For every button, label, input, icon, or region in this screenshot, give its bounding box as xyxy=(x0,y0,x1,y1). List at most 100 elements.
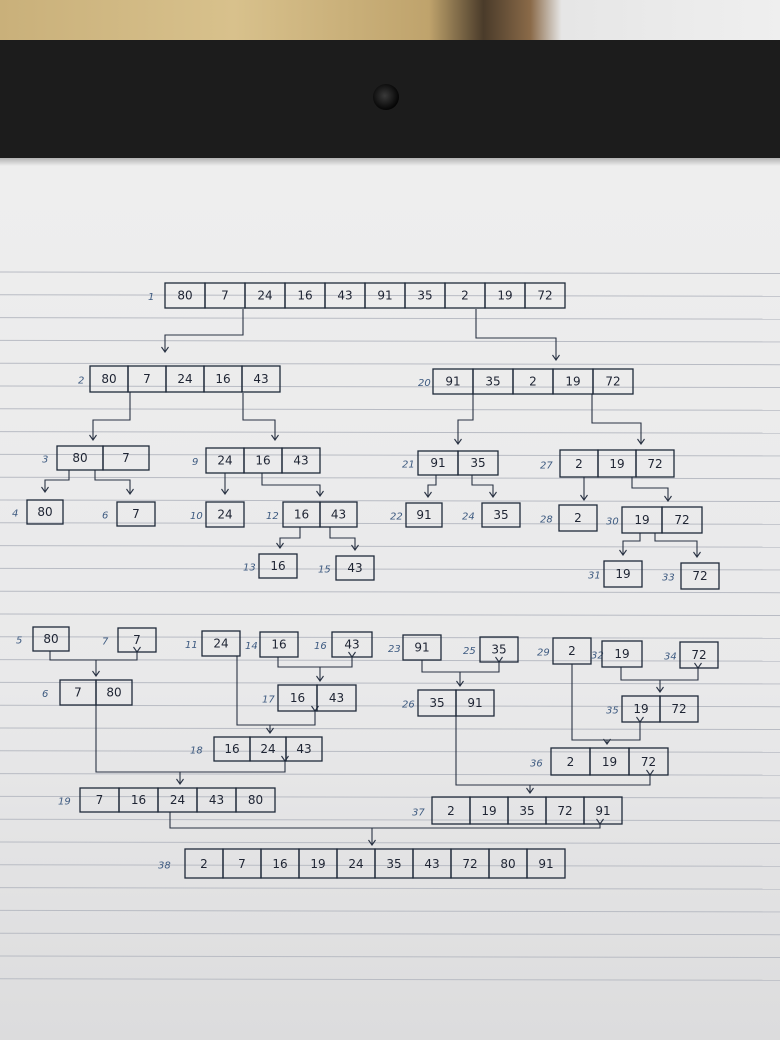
paper-rule-line xyxy=(0,613,780,616)
array-cell-value: 16 xyxy=(131,793,146,807)
step-number-label: 35 xyxy=(606,706,619,717)
array-cell-value: 43 xyxy=(331,508,346,522)
step-number-label: 1 xyxy=(148,292,154,303)
paper-rule-line xyxy=(0,522,780,525)
step-number-label: 21 xyxy=(402,459,415,470)
paper-rule-line xyxy=(0,408,780,411)
step-number-label: 37 xyxy=(412,807,425,818)
array-cell xyxy=(628,747,669,776)
array-cell-value: 80 xyxy=(248,793,263,807)
paper-rule-line xyxy=(0,750,780,753)
arrowhead-icon xyxy=(368,839,376,846)
array-cell-value: 43 xyxy=(337,289,352,303)
paper-rule-line xyxy=(0,567,780,571)
arrowhead-icon xyxy=(89,434,97,441)
step-number-label: 22 xyxy=(390,511,403,522)
array-cell-value: 2 xyxy=(568,644,576,658)
array-cell-value: 16 xyxy=(255,454,270,468)
array-cell-value: 24 xyxy=(260,742,275,756)
array-cell xyxy=(102,445,150,471)
step-number-label: 3 xyxy=(42,454,48,465)
paper-rule-line xyxy=(0,978,780,981)
array-cell-value: 43 xyxy=(209,793,224,807)
step-number-label: 25 xyxy=(463,646,476,657)
array-cell xyxy=(526,848,566,879)
array-cell-value: 7 xyxy=(132,507,140,521)
step-number-label: 30 xyxy=(606,517,619,528)
arrowhead-icon xyxy=(664,495,672,502)
connector-line xyxy=(242,393,276,440)
array-cell-value: 16 xyxy=(294,508,309,522)
array-cell-value: 35 xyxy=(429,696,444,710)
step-number-label: 4 xyxy=(12,508,18,519)
array-cell-value: 91 xyxy=(467,696,482,710)
array-cell-value: 43 xyxy=(347,561,362,575)
paper-rule-line xyxy=(0,499,780,502)
step-number-label: 16 xyxy=(314,641,327,652)
array-cell-value: 91 xyxy=(377,289,392,303)
array-cell xyxy=(285,736,323,762)
array-cell xyxy=(241,365,281,393)
connector-line xyxy=(571,664,641,741)
arrowhead-icon xyxy=(454,438,462,445)
array-cell-value: 43 xyxy=(296,742,311,756)
paper-rule-line xyxy=(0,727,780,730)
paper-rule-line xyxy=(0,841,780,844)
arrowhead-icon xyxy=(221,488,229,495)
array-cell-value: 72 xyxy=(691,648,706,662)
step-number-label: 36 xyxy=(530,758,543,769)
step-number-label: 11 xyxy=(185,640,198,651)
arrowhead-icon xyxy=(456,680,464,687)
array-cell-value: 91 xyxy=(445,375,460,389)
array-cell xyxy=(316,684,357,712)
array-cell-value: 7 xyxy=(143,372,151,386)
array-cell xyxy=(26,499,64,525)
paper-rule-line xyxy=(0,590,780,594)
array-cell-value: 43 xyxy=(293,454,308,468)
webcam-icon xyxy=(373,84,399,110)
array-cell-value: 2 xyxy=(574,511,582,525)
array-cell-value: 16 xyxy=(270,559,285,573)
array-cell-value: 19 xyxy=(615,567,630,581)
connector-line xyxy=(654,533,698,557)
array-cell-value: 24 xyxy=(177,372,192,386)
paper-rule-line xyxy=(0,453,780,457)
array-cell-value: 35 xyxy=(485,375,500,389)
array-cell-value: 35 xyxy=(417,289,432,303)
array-cell-value: 35 xyxy=(386,857,401,871)
array-cell xyxy=(479,636,519,663)
connector-line xyxy=(279,527,301,548)
array-cell xyxy=(281,447,321,474)
step-number-label: 17 xyxy=(262,695,275,706)
array-cell-value: 19 xyxy=(633,702,648,716)
connector-line xyxy=(49,651,138,661)
array-cell-value: 19 xyxy=(614,647,629,661)
array-cell-value: 2 xyxy=(575,457,583,471)
step-number-label: 32 xyxy=(591,651,604,662)
step-number-label: 31 xyxy=(588,571,601,582)
array-cell-value: 80 xyxy=(500,857,515,871)
array-cell xyxy=(259,631,299,658)
array-cell-value: 91 xyxy=(595,804,610,818)
array-cell xyxy=(603,560,643,588)
step-number-label: 6 xyxy=(102,510,108,521)
paper-rule-line xyxy=(0,932,780,936)
array-cell xyxy=(583,796,623,825)
connector-line xyxy=(455,716,651,786)
arrowhead-icon xyxy=(41,486,49,493)
